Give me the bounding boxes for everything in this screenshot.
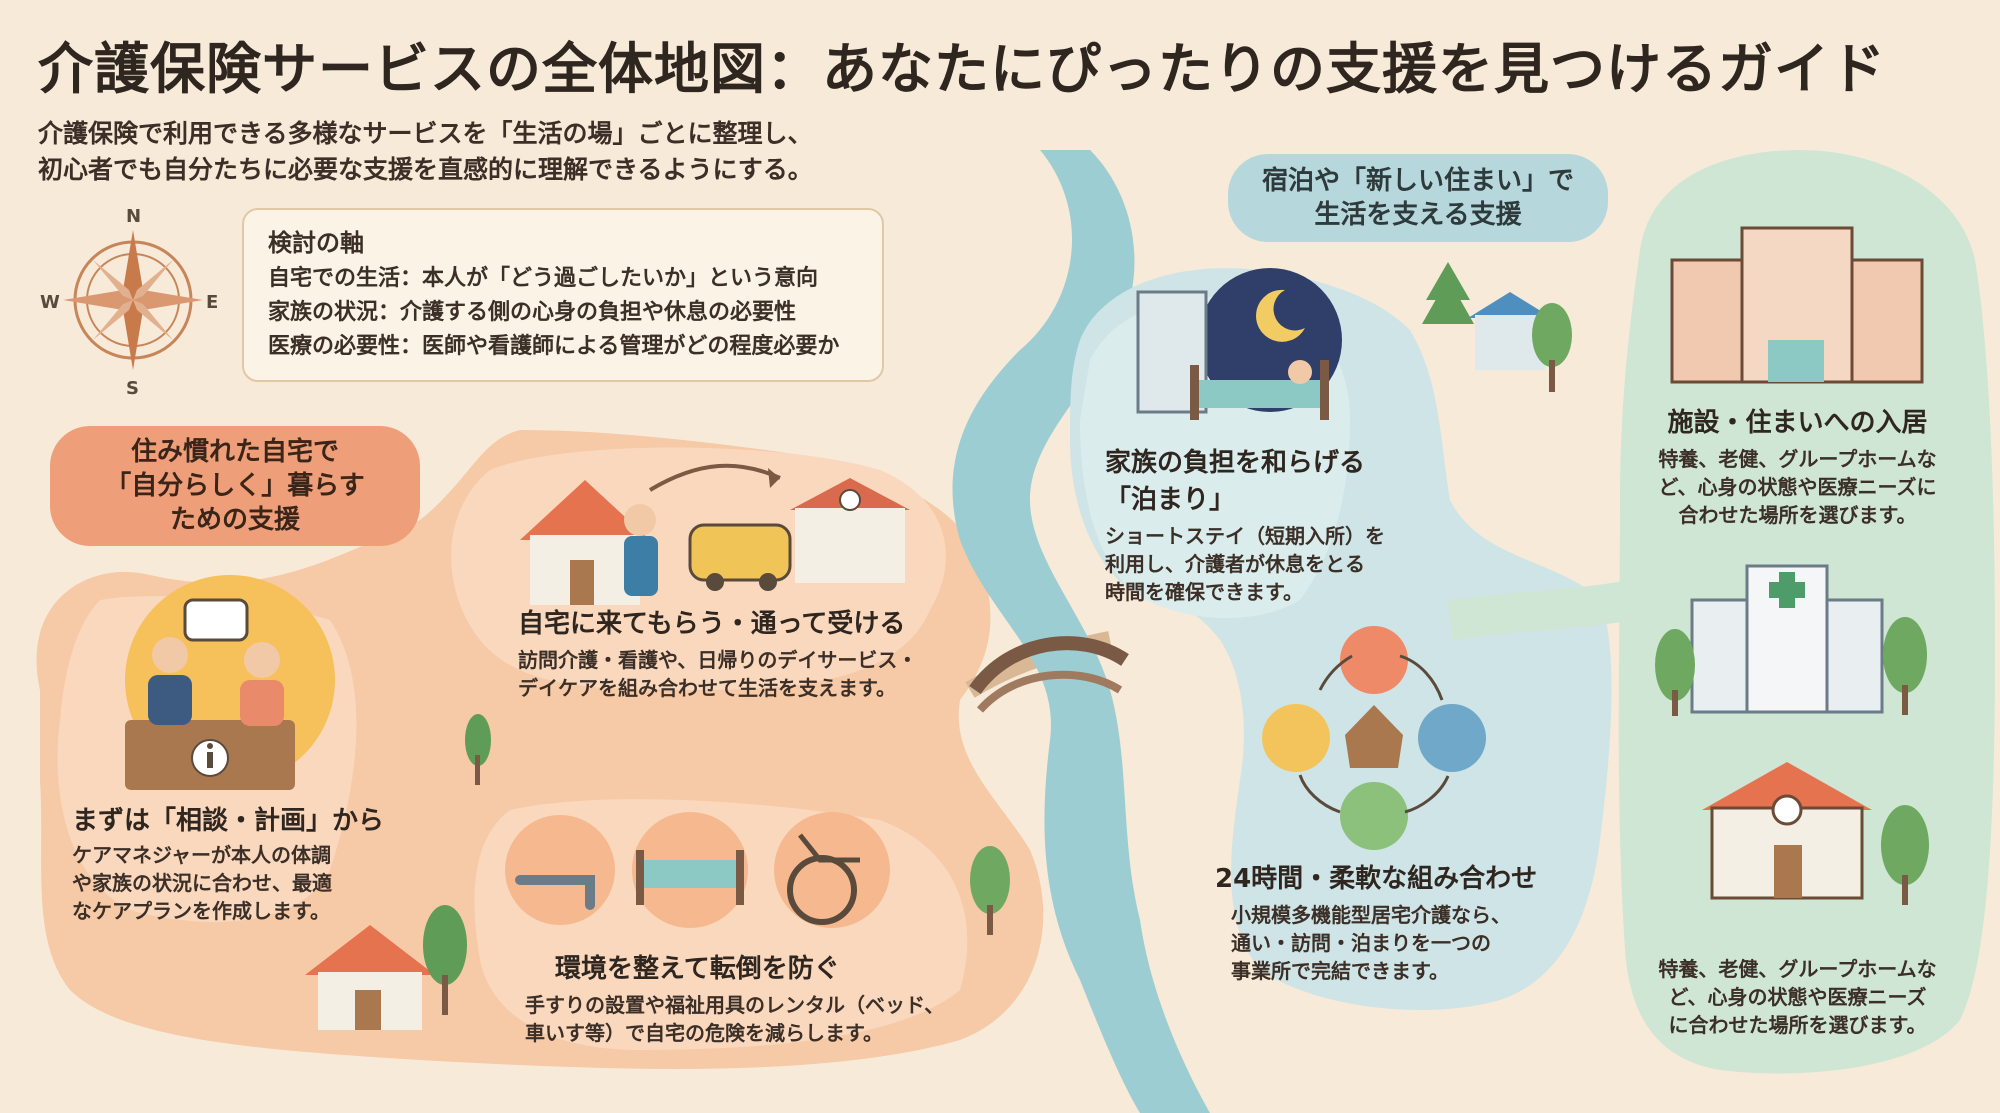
subtitle-line: 初心者でも自分たちに必要な支援を直感的に理解できるようにする。 (38, 155, 813, 184)
building-icon (1670, 226, 1924, 384)
zone-label-line: 住み慣れた自宅で (130, 437, 339, 467)
section-visit: 自宅に来てもらう・通って受ける 訪問介護・看護や、日帰りのデイサービス・ デイケ… (518, 603, 998, 702)
tree-icon (1883, 617, 1927, 715)
hospital-icon (1690, 564, 1884, 714)
tree-icon (970, 846, 1010, 935)
house-icon (520, 480, 650, 605)
section-body: 特養、老健、グループホームな ど、心身の状態や医療ニーズに 合わせた場所を選びま… (1625, 445, 1970, 529)
hospital-bed-icon (1190, 360, 1329, 420)
section-line: デイケアを組み合わせて生活を支えます。 (518, 676, 896, 700)
consideration-axes-box: 検討の軸 自宅での生活：本人が「どう過ごしたいか」という意向 家族の状況：介護す… (242, 208, 884, 382)
section-heading: 24時間・柔軟な組み合わせ (1215, 864, 1538, 894)
axis-heading: 検討の軸 (268, 229, 364, 257)
river (952, 150, 1210, 1113)
section-flexible: 24時間・柔軟な組み合わせ 小規模多機能型居宅介護なら、 通い・訪問・泊まりを一… (1215, 858, 1595, 985)
section-heading-line: 「泊まり」 (1105, 485, 1236, 515)
axis-item: 自宅での生活：本人が「どう過ごしたいか」という意向 (268, 266, 819, 291)
wheelchair-icon (787, 833, 860, 925)
zone-label-line: 宿泊や「新しい住まい」で (1261, 166, 1574, 196)
zone-label-line: 「自分らしく」暮らす (105, 471, 365, 501)
axis-item: 医療の必要性：医師や看護師による管理がどの程度必要か (268, 334, 840, 359)
section-line: 車いす等）で自宅の危険を減らします。 (525, 1021, 883, 1045)
zone-label-stay: 宿泊や「新しい住まい」で 生活を支える支援 (1228, 154, 1608, 242)
section-line: 事業所で完結できます。 (1231, 959, 1449, 983)
section-body: 訪問介護・看護や、日帰りのデイサービス・ デイケアを組み合わせて生活を支えます。 (518, 646, 998, 702)
section-facility-repeat: 特養、老健、グループホームな ど、心身の状態や医療ニーズ に合わせた場所を選びま… (1625, 955, 1970, 1039)
compass-east: E (206, 292, 219, 313)
day-center-icon (790, 478, 910, 583)
section-shortstay: 家族の負担を和らげる 「泊まり」 ショートステイ（短期入所）を 利用し、介護者が… (1105, 442, 1435, 606)
section-line: 手すりの設置や福祉用具のレンタル（ベッド、 (525, 993, 945, 1017)
section-heading: 家族の負担を和らげる 「泊まり」 (1105, 442, 1435, 516)
cycle-icon (1262, 626, 1486, 850)
tree-icon (1532, 303, 1572, 392)
section-body: ショートステイ（短期入所）を 利用し、介護者が休息をとる 時間を確保できます。 (1105, 522, 1435, 606)
zone-label-home: 住み慣れた自宅で 「自分らしく」暮らす ための支援 (50, 426, 420, 546)
section-heading: 施設・住まいへの入居 (1667, 408, 1928, 438)
section-line: ど、心身の状態や医療ニーズ (1668, 985, 1927, 1009)
counselor-meeting-icon (125, 575, 335, 790)
compass-rose-icon (63, 230, 203, 370)
section-line: 利用し、介護者が休息をとる (1105, 552, 1365, 576)
section-body: 手すりの設置や福祉用具のレンタル（ベッド、 車いす等）で自宅の危険を減らします。 (525, 991, 1005, 1047)
tree-icon (1881, 805, 1929, 905)
caregiver-icon (624, 504, 658, 596)
section-line: 小規模多機能型居宅介護なら、 (1231, 903, 1511, 927)
house-icon (305, 925, 435, 1030)
subtitle-line: 介護保険で利用できる多様なサービスを「生活の場」ごとに整理し、 (38, 119, 813, 148)
section-heading-line: 家族の負担を和らげる (1105, 448, 1366, 478)
tree-icon (1655, 629, 1695, 716)
arrow-icon (648, 463, 781, 492)
section-heading: 環境を整えて転倒を防ぐ (555, 954, 840, 984)
info-icon (191, 739, 229, 777)
section-line: ケアマネジャーが本人の体調 (72, 843, 331, 867)
section-body: 小規模多機能型居宅介護なら、 通い・訪問・泊まりを一つの 事業所で完結できます。 (1231, 901, 1595, 985)
section-line: や家族の状況に合わせ、最適 (72, 871, 332, 895)
tree-icon (1422, 262, 1474, 324)
bus-icon (688, 523, 792, 591)
section-line: ショートステイ（短期入所）を (1105, 524, 1385, 548)
section-line: ど、心身の状態や医療ニーズに (1658, 475, 1937, 499)
section-line: 訪問介護・看護や、日帰りのデイサービス・ (518, 648, 918, 672)
zone-label-line: 生活を支える支援 (1314, 200, 1522, 230)
section-facility: 施設・住まいへの入居 特養、老健、グループホームな ど、心身の状態や医療ニーズに… (1625, 402, 1970, 529)
axis-item: 家族の状況：介護する側の心身の負担や休息の必要性 (268, 300, 797, 325)
compass-south: S (126, 378, 139, 399)
compass-north: N (126, 206, 142, 227)
care-bed-icon (636, 850, 744, 905)
section-line: に合わせた場所を選びます。 (1668, 1013, 1927, 1037)
section-line: なケアプランを作成します。 (72, 899, 330, 923)
section-line: 特養、老健、グループホームな (1658, 447, 1937, 471)
section-line: 時間を確保できます。 (1105, 580, 1303, 604)
page-subtitle: 介護保険で利用できる多様なサービスを「生活の場」ごとに整理し、 初心者でも自分た… (38, 116, 938, 188)
section-line: 通い・訪問・泊まりを一つの (1231, 931, 1491, 955)
zone-label-line: ための支援 (169, 505, 300, 535)
section-environment: 環境を整えて転倒を防ぐ 手すりの設置や福祉用具のレンタル（ベッド、 車いす等）で… (525, 948, 1005, 1047)
section-line: 合わせた場所を選びます。 (1678, 503, 1917, 527)
bridge-icon (969, 636, 1129, 695)
section-consult: まずは「相談・計画」から ケアマネジャーが本人の体調 や家族の状況に合わせ、最適… (72, 800, 392, 925)
tree-icon (423, 905, 467, 1015)
handrail-icon (515, 875, 595, 910)
tree-icon (465, 714, 491, 785)
section-heading: まずは「相談・計画」から (72, 806, 385, 836)
section-line: 特養、老健、グループホームな (1658, 957, 1937, 981)
section-body: ケアマネジャーが本人の体調 や家族の状況に合わせ、最適 なケアプランを作成します… (72, 841, 392, 925)
section-heading: 自宅に来てもらう・通って受ける (518, 609, 906, 639)
compass-west: W (40, 292, 60, 313)
house-icon (1702, 762, 1872, 900)
page-title: 介護保険サービスの全体地図：あなたにぴったりの支援を見つけるガイド (38, 37, 1887, 101)
